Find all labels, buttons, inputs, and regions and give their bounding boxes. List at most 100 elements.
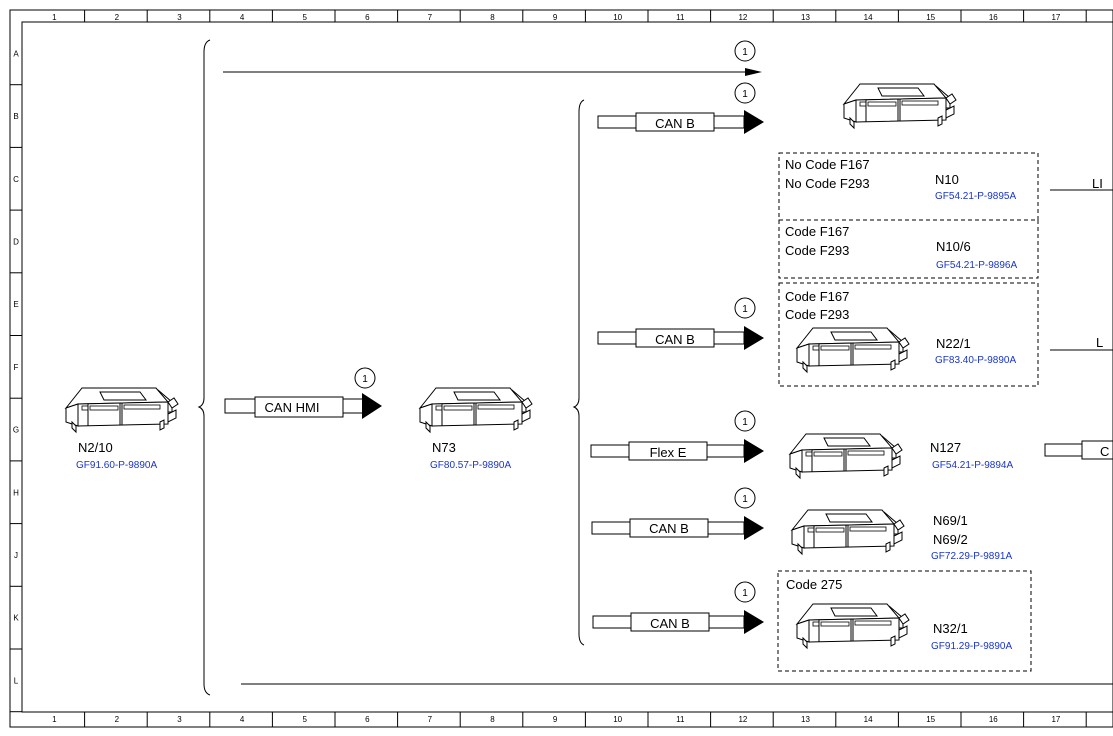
can-hmi-connector: CAN HMI 1 xyxy=(224,367,382,419)
grid-column-label: 11 xyxy=(676,715,685,724)
right-edge-label-1: LI xyxy=(1092,176,1103,191)
option-box-n32-1: Code 275 N32/1 GF91.29-P-9890A xyxy=(777,570,1032,672)
ecu-n127-ref[interactable]: GF54.21-P-9894A xyxy=(932,460,1013,471)
grid-scale: 1122334455667788991010111112121313141415… xyxy=(10,10,1087,727)
code-label: Code F293 xyxy=(785,307,849,322)
code-label: No Code F167 xyxy=(785,157,870,172)
ecu-n32-1-name: N32/1 xyxy=(933,621,968,636)
frame-border xyxy=(9,9,1113,728)
grid-column-label: 16 xyxy=(989,715,998,724)
ecu-n73-ref[interactable]: GF80.57-P-9890A xyxy=(430,460,511,471)
grid-column-label: 2 xyxy=(115,715,120,724)
grid-column-label: 14 xyxy=(864,715,873,724)
ecu-n10-ref[interactable]: GF54.21-P-9895A xyxy=(935,191,1016,202)
grid-column-label: 6 xyxy=(365,715,370,724)
grid-column-label: 10 xyxy=(613,715,622,724)
bus-label-can-b-1: CAN B xyxy=(655,116,695,131)
ecu-n73: N73 GF80.57-P-9890A xyxy=(419,387,533,471)
grid-row-label: D xyxy=(13,237,19,246)
arrowhead-can-b-1 xyxy=(744,110,764,134)
grid-column-label: 12 xyxy=(738,13,747,22)
circle-marker-label: 1 xyxy=(742,304,748,315)
grid-column-label: 12 xyxy=(738,715,747,724)
ecu-n69-ref[interactable]: GF72.29-P-9891A xyxy=(931,551,1012,562)
circle-marker-label: 1 xyxy=(742,47,748,58)
arrowhead-can-b-4 xyxy=(744,610,764,634)
code-label: No Code F293 xyxy=(785,176,870,191)
grid-column-label: 15 xyxy=(926,715,935,724)
ecu-n127-icon xyxy=(789,433,903,479)
ecu-n10-name: N10 xyxy=(935,172,959,187)
circle-marker-label: 1 xyxy=(742,588,748,599)
grid-column-label: 4 xyxy=(240,13,245,22)
grid-column-label: 14 xyxy=(864,13,873,22)
grid-column-label: 8 xyxy=(490,715,495,724)
grid-row-label: G xyxy=(13,426,19,435)
right-edge-label-3: C xyxy=(1100,444,1109,459)
branch-can-b-1: CAN B 1 xyxy=(597,82,957,134)
ecu-n127-name: N127 xyxy=(930,440,961,455)
ecu-n10-6-ref[interactable]: GF54.21-P-9896A xyxy=(936,260,1017,271)
grid-column-label: 7 xyxy=(428,715,433,724)
code-label: Code 275 xyxy=(786,577,842,592)
grid-column-label: 17 xyxy=(1051,715,1060,724)
arrowhead-can-hmi xyxy=(362,393,382,419)
grid-column-label: 1 xyxy=(52,13,57,22)
grid-column-label: 15 xyxy=(926,13,935,22)
ecu-n10-6-name: N10/6 xyxy=(936,239,971,254)
arrowhead-top xyxy=(745,68,762,76)
ecu-top-icon xyxy=(843,83,957,129)
grid-row-label: K xyxy=(13,614,19,623)
ecu-n73-icon xyxy=(419,387,533,433)
grid-column-label: 3 xyxy=(177,715,182,724)
ecu-n2-10: N2/10 GF91.60-P-9890A xyxy=(65,387,179,471)
grid-column-label: 4 xyxy=(240,715,245,724)
circle-marker-top: 1 xyxy=(734,40,756,62)
grid-row-label: E xyxy=(13,300,18,309)
bus-label-can-b-3: CAN B xyxy=(649,521,689,536)
ecu-n2-10-name: N2/10 xyxy=(78,440,113,455)
ecu-n32-1-icon xyxy=(796,603,910,649)
ecu-n22-1-icon xyxy=(796,327,910,373)
code-label: Code F293 xyxy=(785,243,849,258)
ecu-n69-2-name: N69/2 xyxy=(933,532,968,547)
right-edge-connector: C xyxy=(1044,440,1113,460)
right-edge-label-2: L xyxy=(1096,335,1103,350)
grid-column-label: 3 xyxy=(177,13,182,22)
code-label: Code F167 xyxy=(785,224,849,239)
grid-column-label: 1 xyxy=(52,715,57,724)
grid-column-label: 2 xyxy=(115,13,120,22)
bus-label-flex-e: Flex E xyxy=(650,445,687,460)
grid-row-label: C xyxy=(13,175,19,184)
grid-row-label: F xyxy=(14,363,19,372)
grid-column-label: 7 xyxy=(428,13,433,22)
ecu-n22-1-ref[interactable]: GF83.40-P-9890A xyxy=(935,355,1016,366)
branch-flex-e-n127: Flex E 1 N127 GF54.21-P-9894A xyxy=(590,410,1013,479)
ecu-n2-10-icon xyxy=(65,387,179,433)
brace-main xyxy=(197,39,211,696)
option-box-n22-1: Code F167 Code F293 N22/1 GF83.40-P-9890… xyxy=(778,282,1039,387)
can-hmi-label: CAN HMI xyxy=(265,400,320,415)
option-box-n10-6: Code F167 Code F293 N10/6 GF54.21-P-9896… xyxy=(778,219,1039,279)
ecu-n69-1-name: N69/1 xyxy=(933,513,968,528)
circle-marker-label: 1 xyxy=(742,494,748,505)
grid-column-label: 13 xyxy=(801,715,810,724)
grid-column-label: 11 xyxy=(676,13,685,22)
grid-column-label: 13 xyxy=(801,13,810,22)
grid-column-label: 5 xyxy=(302,13,307,22)
circle-marker-label: 1 xyxy=(742,89,748,100)
grid-column-label: 5 xyxy=(302,715,307,724)
grid-column-label: 16 xyxy=(989,13,998,22)
grid-column-label: 8 xyxy=(490,13,495,22)
circle-marker-label: 1 xyxy=(362,374,368,385)
grid-row-label: J xyxy=(14,551,18,560)
branch-can-b-n22-1: CAN B 1 xyxy=(597,297,764,350)
drawing-area-border xyxy=(21,21,1113,713)
grid-column-label: 9 xyxy=(553,715,558,724)
branch-can-b-n32-1: CAN B 1 xyxy=(592,581,764,634)
ecu-n2-10-ref[interactable]: GF91.60-P-9890A xyxy=(76,460,157,471)
ecu-n32-1-ref[interactable]: GF91.29-P-9890A xyxy=(931,641,1012,652)
arrowhead-flex-e xyxy=(744,439,764,463)
grid-row-label: L xyxy=(14,676,19,685)
